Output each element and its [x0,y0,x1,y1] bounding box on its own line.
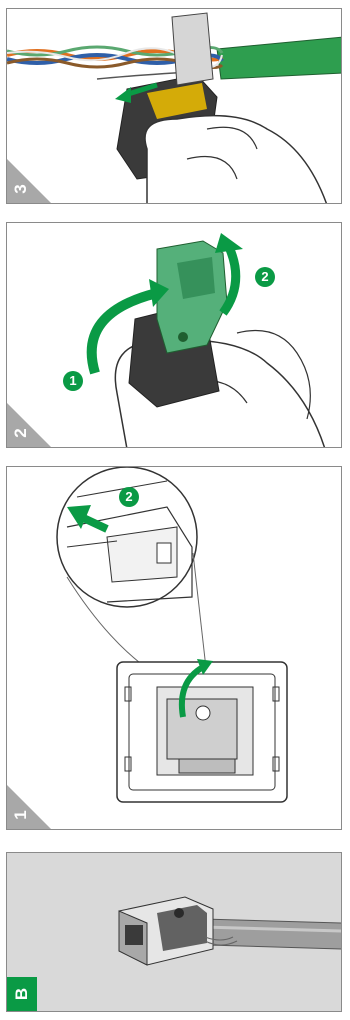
step-2-label: 2 [13,425,29,441]
step-3-label: 3 [13,181,29,197]
panel-step-3: 3 [6,8,342,204]
step-1-label: 1 [13,807,29,823]
step-2-illustration [7,223,342,448]
step-1-illustration [7,467,342,830]
step-badge-1: 1 [63,371,83,391]
step-badge-2: 2 [255,267,275,287]
step-3-illustration [7,9,342,204]
panel-step-b: B [6,852,342,1012]
panel-step-1: 2 1 [6,466,342,830]
panel-step-2: 1 2 2 [6,222,342,448]
step-b-label: B [14,986,30,1002]
step-b-illustration [7,853,342,1012]
step-badge-2: 2 [119,487,139,507]
